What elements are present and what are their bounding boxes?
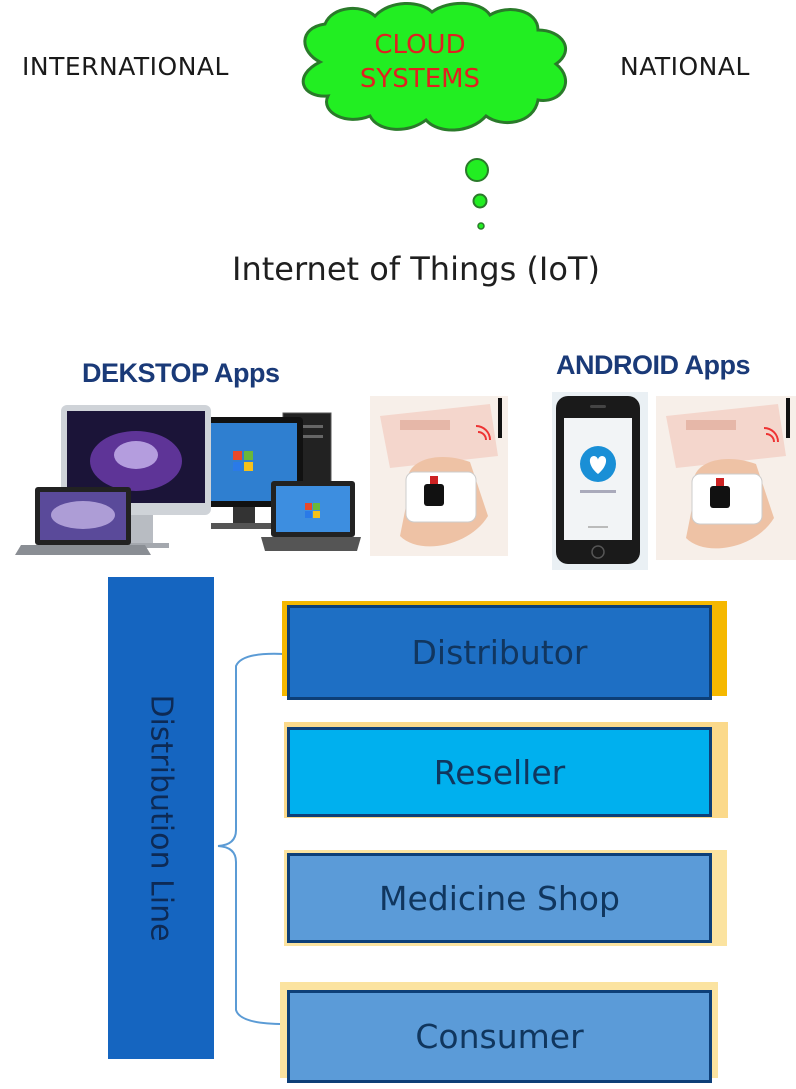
medicine-shop-label: Medicine Shop	[379, 878, 620, 918]
distributor-label: Distributor	[411, 633, 588, 672]
cloud-icon	[301, 1, 568, 230]
desktop-devices-icon	[15, 405, 361, 555]
national-label: NATIONAL	[620, 52, 750, 81]
nfc-card-icon-2	[656, 396, 796, 560]
reseller-box: Reseller	[287, 727, 712, 817]
android-apps-title: ANDROID Apps	[556, 350, 751, 380]
iot-label: Internet of Things (IoT)	[232, 250, 600, 288]
reseller-label: Reseller	[433, 752, 566, 792]
cloud-line-2: SYSTEMS	[359, 64, 481, 94]
international-label: INTERNATIONAL	[22, 52, 229, 81]
consumer-box: Consumer	[287, 990, 712, 1083]
nfc-card-icon	[370, 396, 508, 556]
bracket-connector	[217, 652, 285, 1025]
desktop-apps-title: DEKSTOP Apps	[82, 358, 280, 388]
cloud-text: CLOUD SYSTEMS	[340, 28, 500, 96]
distributor-box: Distributor	[287, 605, 712, 700]
distribution-line-bar	[108, 577, 214, 1059]
cloud-line-1: CLOUD	[374, 30, 466, 60]
distribution-line-label: Distribution Line	[143, 694, 179, 942]
consumer-label: Consumer	[415, 1017, 584, 1056]
smartphone-icon	[552, 392, 648, 570]
medicine-shop-box: Medicine Shop	[287, 853, 712, 943]
